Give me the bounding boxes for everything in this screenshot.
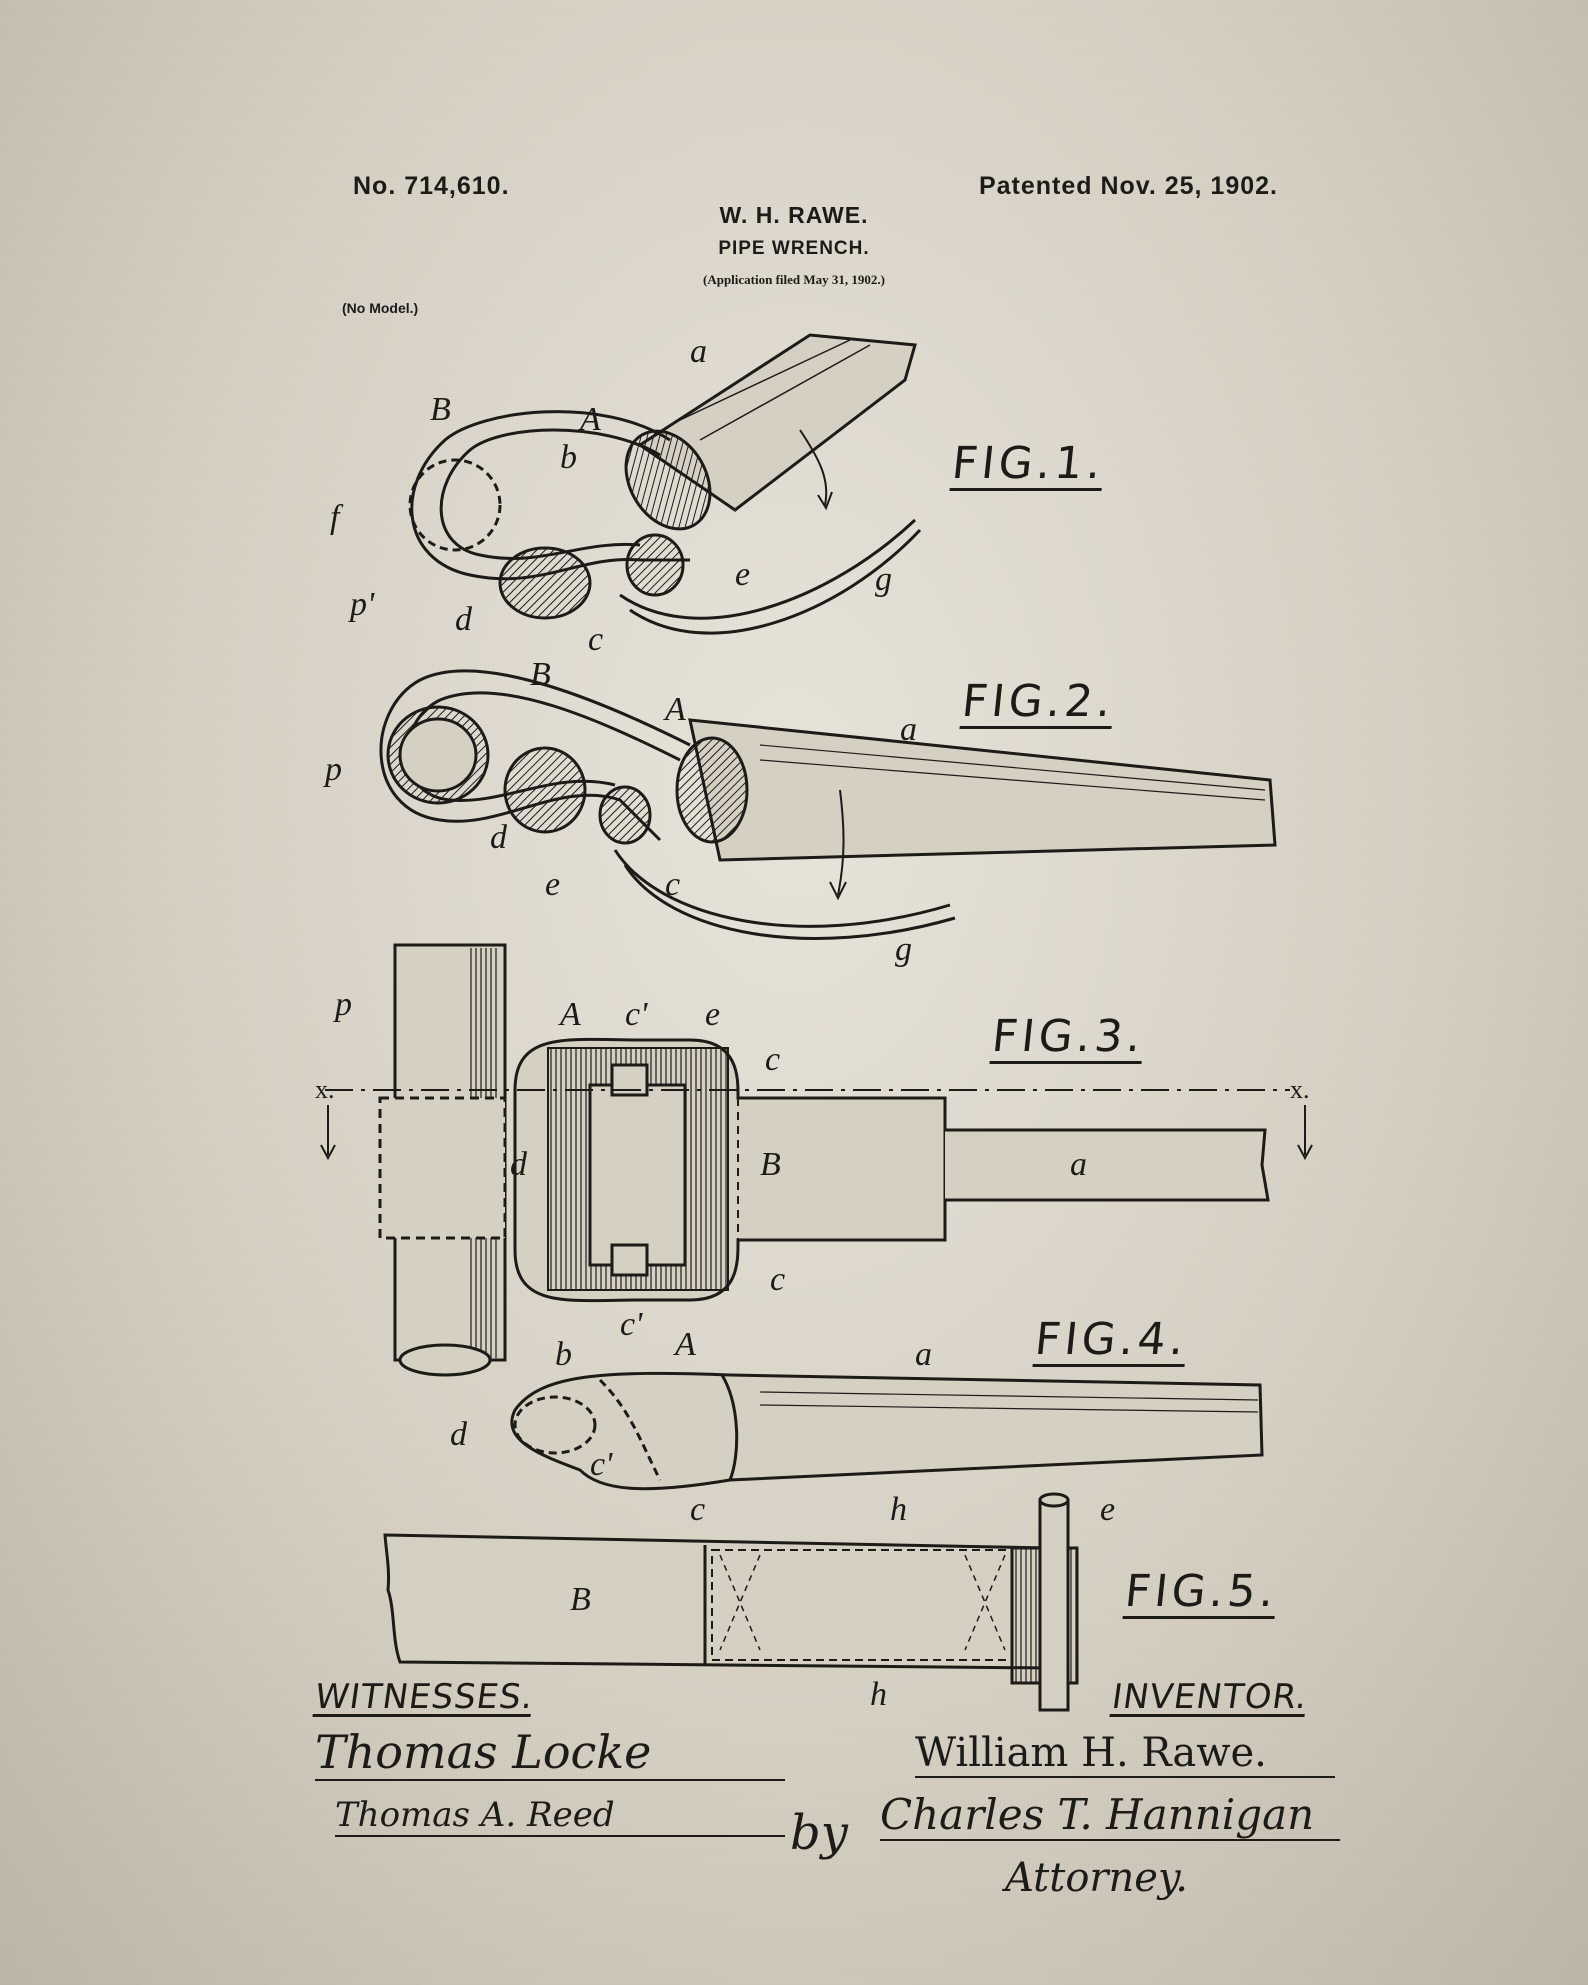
- fig4-label-c-prime: c': [590, 1446, 613, 1483]
- fig3-label-d: d: [510, 1146, 528, 1183]
- fig3-label-c-prime-bottom: c': [620, 1306, 643, 1343]
- fig1-label-e: e: [735, 556, 750, 593]
- fig2-label-g: g: [895, 931, 912, 968]
- fig5-label-e: e: [1100, 1491, 1115, 1528]
- fig5-label-h-top: h: [890, 1491, 907, 1528]
- fig4-label-d: d: [450, 1416, 468, 1453]
- fig1-label-f: f: [330, 499, 344, 536]
- patent-title: PIPE WRENCH.: [718, 238, 870, 259]
- fig1-label-B: B: [430, 391, 451, 428]
- fig1-label-d: d: [455, 601, 473, 638]
- fig5-drawing: [383, 1492, 1079, 1712]
- fig2-label-A: A: [663, 691, 686, 728]
- fig3-label-c-top: c: [765, 1041, 780, 1078]
- fig4-label-A: A: [673, 1326, 696, 1363]
- patent-date: Patented Nov. 25, 1902.: [978, 172, 1278, 200]
- fig3-label-p: p: [333, 986, 352, 1023]
- fig1-label-A: A: [578, 401, 601, 438]
- fig5-label-h-bottom: h: [870, 1676, 887, 1713]
- fig4-label-b: b: [555, 1336, 572, 1373]
- fig4-drawing: [510, 1371, 1264, 1491]
- fig3-label-e: e: [705, 996, 720, 1033]
- no-model-note: (No Model.): [342, 300, 419, 316]
- fig3-label-x-left: x.: [315, 1075, 335, 1104]
- application-filed-note: (Application filed May 31, 1902.): [703, 272, 885, 287]
- patent-number: No. 714,610.: [353, 172, 510, 200]
- fig3-label-B: B: [760, 1146, 781, 1183]
- fig2-label-B: B: [530, 656, 551, 693]
- fig3-label-x-right: x.: [1290, 1075, 1310, 1104]
- fig2-label-p: p: [323, 751, 342, 788]
- fig3-label-c-prime-top: c': [625, 996, 648, 1033]
- fig1-label-b: b: [560, 439, 577, 476]
- fig3-label-A: A: [558, 996, 581, 1033]
- fig4-label-c: c: [690, 1491, 705, 1528]
- fig2-label-d: d: [490, 819, 508, 856]
- fig3-drawing: [320, 943, 1313, 1377]
- fig1-label-g: g: [875, 561, 892, 598]
- fig2-label-a: a: [900, 711, 917, 748]
- fig2-drawing: [379, 669, 1277, 940]
- fig3-label-c-bottom: c: [770, 1261, 785, 1298]
- inventor-signature: William H. Rawe.: [915, 1730, 1335, 1778]
- witnesses-heading: WITNESSES.: [312, 1677, 537, 1717]
- fig3-label-a: a: [1070, 1146, 1087, 1183]
- inventor-name: W. H. RAWE.: [719, 202, 869, 228]
- by-signature: by: [790, 1805, 848, 1861]
- witness-2-signature: Thomas A. Reed: [335, 1795, 785, 1837]
- witness-1-signature: Thomas Locke: [315, 1725, 785, 1781]
- attorney-title-signature: Attorney.: [1005, 1855, 1188, 1901]
- fig1-label-c: c: [588, 621, 603, 658]
- inventor-heading: INVENTOR.: [1109, 1677, 1311, 1717]
- fig1-label-a: a: [690, 333, 707, 370]
- fig1-drawing: [408, 333, 922, 635]
- reference-letters: a B A b f p' d c e g B A a p d e c g p A…: [315, 333, 1310, 1713]
- fig1-label-p-prime: p': [348, 586, 375, 623]
- fig2-label-e: e: [545, 866, 560, 903]
- fig5-label-B: B: [570, 1581, 591, 1618]
- fig2-label-c: c: [665, 866, 680, 903]
- fig4-label-a: a: [915, 1336, 932, 1373]
- attorney-name-signature: Charles T. Hannigan: [880, 1790, 1340, 1841]
